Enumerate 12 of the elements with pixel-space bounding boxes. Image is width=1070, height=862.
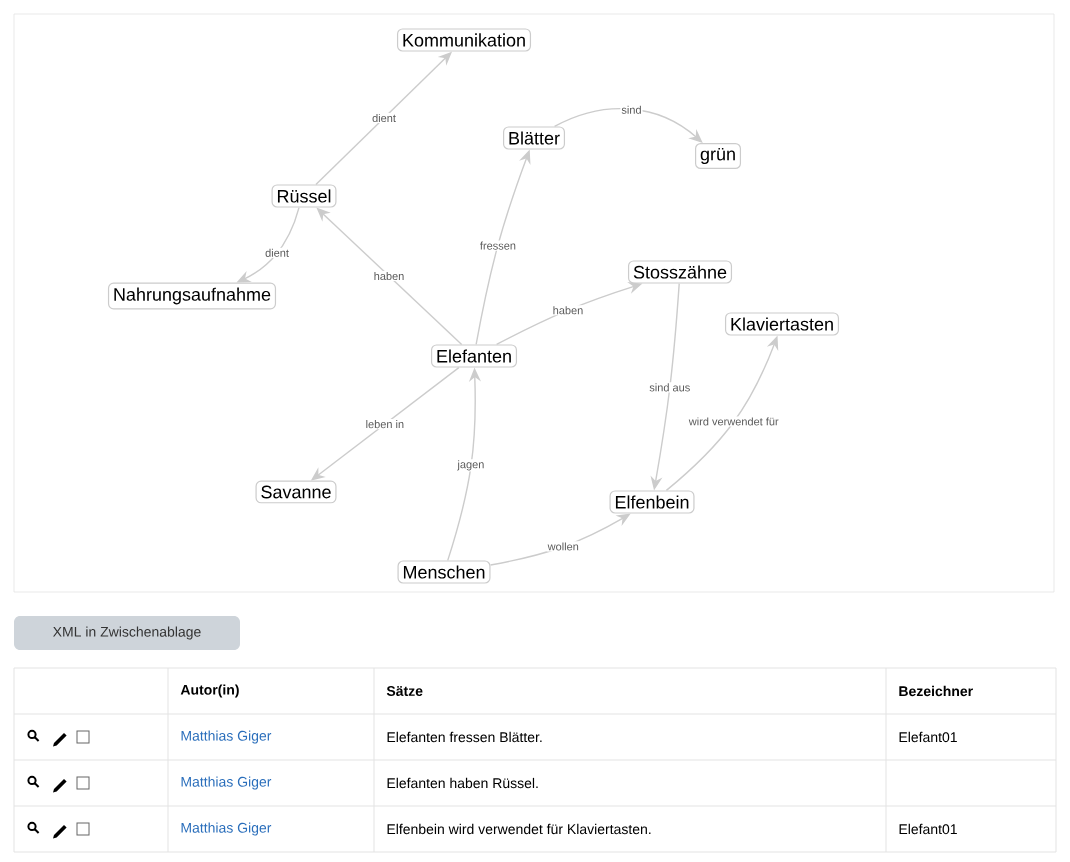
concept-box: Savanne <box>255 480 337 504</box>
concept-box: Menschen <box>397 560 491 584</box>
concept-box: Kommunikation <box>396 28 532 52</box>
concept-box: Klaviertasten <box>725 312 840 336</box>
concept-box: Elefanten <box>430 344 518 368</box>
concept-box: Elfenbein <box>609 490 695 514</box>
concept-box: grün <box>695 142 741 170</box>
concept-box: Nahrungsaufnahme <box>107 282 277 310</box>
concept-box: Rüssel <box>271 184 337 208</box>
concept-box: Stosszähne <box>628 260 733 284</box>
arrow <box>553 107 703 143</box>
concept-box: Blätter <box>503 126 565 150</box>
